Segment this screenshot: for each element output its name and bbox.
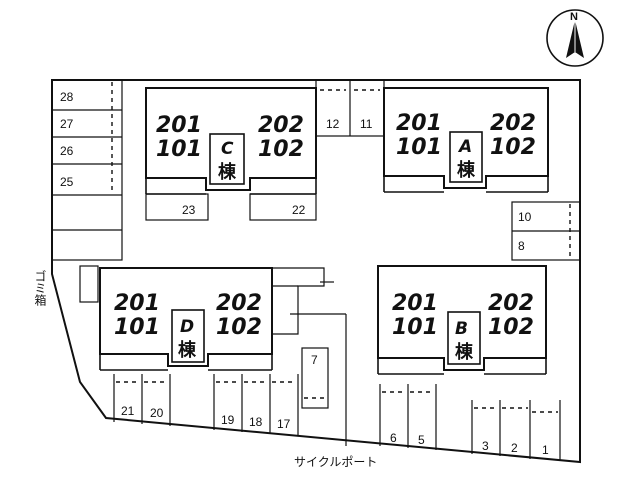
parking-space-16: 18 xyxy=(249,415,263,429)
parking-space-20: 22 xyxy=(292,203,306,217)
unit-b-202: 202 xyxy=(488,291,534,316)
building-b xyxy=(377,265,547,375)
parking-space-25: 27 xyxy=(60,117,74,131)
parking-space-8: 8 xyxy=(518,239,525,253)
unit-c-202: 202 xyxy=(258,113,304,138)
building-b-letter: B xyxy=(455,319,468,339)
garbage-label: ゴミ箱 xyxy=(33,269,47,306)
building-c-letter: C xyxy=(221,139,234,159)
unit-a-201: 201 xyxy=(396,111,442,136)
parking-bottom-left-pair xyxy=(113,374,171,426)
garbage-box xyxy=(79,265,99,303)
parking-space-2: 2 xyxy=(511,441,518,455)
parking-space-15: 17 xyxy=(277,417,291,431)
building-a-kanji: 棟 xyxy=(457,159,476,181)
parking-space-18: 20 xyxy=(150,406,164,420)
parking-space-22: 25 xyxy=(60,175,74,189)
parking-space-12: 12 xyxy=(326,117,340,131)
parking-space-1: 1 xyxy=(542,443,549,457)
building-a xyxy=(383,87,549,193)
parking-bottom-right xyxy=(471,400,561,461)
parking-right-pair xyxy=(511,201,581,261)
unit-d-101: 101 xyxy=(114,315,160,340)
unit-d-202: 202 xyxy=(216,291,262,316)
parking-space-26: 28 xyxy=(60,90,74,104)
unit-a-102: 102 xyxy=(490,135,536,160)
parking-space-19: 21 xyxy=(121,404,135,418)
building-d-letter: D xyxy=(180,317,194,337)
unit-a-202: 202 xyxy=(490,111,536,136)
parking-space-7: 7 xyxy=(311,353,318,367)
parking-space-10: 10 xyxy=(518,210,532,224)
unit-b-201: 201 xyxy=(392,291,438,316)
building-c-kanji: 棟 xyxy=(218,161,237,183)
parking-bottom-middle xyxy=(213,374,299,436)
parking-space-23: 26 xyxy=(60,144,74,158)
unit-c-102: 102 xyxy=(258,137,304,162)
building-d-kanji: 棟 xyxy=(178,339,197,361)
building-b-kanji: 棟 xyxy=(455,341,474,363)
unit-c-201: 201 xyxy=(156,113,202,138)
unit-d-102: 102 xyxy=(216,315,262,340)
building-a-letter: A xyxy=(457,137,472,157)
parking-space-3: 3 xyxy=(482,439,489,453)
parking-space-6: 6 xyxy=(390,431,397,445)
parking-space-11: 11 xyxy=(360,117,373,131)
parking-space-5: 5 xyxy=(418,433,425,447)
unit-c-101: 101 xyxy=(156,137,202,162)
parking-bottom-center-pair xyxy=(379,384,437,450)
unit-b-101: 101 xyxy=(392,315,438,340)
parking-space-17: 19 xyxy=(221,413,235,427)
parking-7 xyxy=(301,347,329,409)
unit-b-102: 102 xyxy=(488,315,534,340)
compass-label: N xyxy=(570,11,578,23)
unit-d-201: 201 xyxy=(114,291,160,316)
unit-a-101: 101 xyxy=(396,135,442,160)
cycle-port-label: サイクルポート xyxy=(294,455,377,469)
cycle-port xyxy=(272,267,347,446)
parking-space-21: 23 xyxy=(182,203,196,217)
north-arrow-icon: N xyxy=(546,9,604,67)
building-d xyxy=(99,267,273,371)
parking-left-column xyxy=(51,79,123,261)
